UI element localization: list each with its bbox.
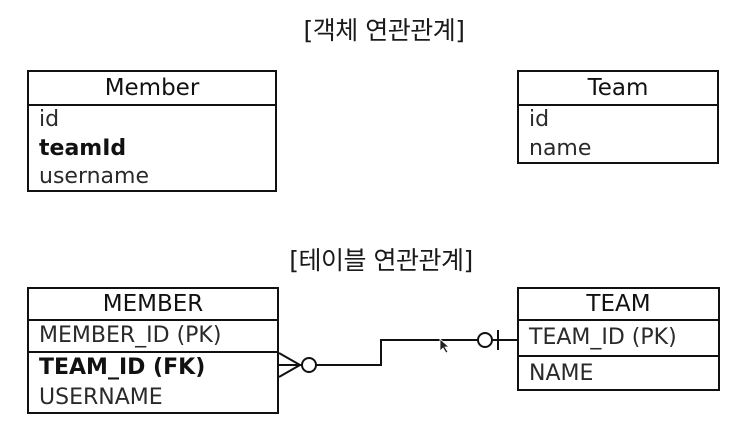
team-table-name: TEAM bbox=[519, 289, 718, 321]
member-entity-fields: id teamId username bbox=[29, 106, 275, 192]
member-field-team-id: teamId bbox=[39, 135, 127, 161]
member-column-fk: TEAM_ID (FK) bbox=[39, 355, 206, 380]
member-field-id: id bbox=[39, 107, 60, 132]
team-field-name: name bbox=[529, 135, 592, 161]
member-table-columns: MEMBER_ID (PK) TEAM_ID (FK) USERNAME bbox=[29, 321, 277, 413]
member-table-name: MEMBER bbox=[29, 289, 277, 321]
team-column-name: NAME bbox=[529, 361, 594, 386]
team-key-divider bbox=[519, 355, 718, 357]
table-relation-title: [테이블 연관관계] bbox=[289, 246, 473, 275]
team-entity-fields: id name bbox=[519, 106, 717, 163]
mouse-cursor-icon bbox=[439, 338, 451, 354]
member-column-pk: MEMBER_ID (PK) bbox=[39, 323, 222, 348]
member-entity-box: Member id teamId username bbox=[27, 70, 277, 192]
team-entity-name: Team bbox=[519, 72, 717, 106]
team-table-columns: TEAM_ID (PK) NAME bbox=[519, 321, 718, 391]
team-field-id: id bbox=[529, 107, 550, 132]
zero-circle-member-side bbox=[301, 357, 317, 373]
team-entity-box: Team id name bbox=[517, 70, 719, 164]
object-relation-title: [객체 연관관계] bbox=[303, 16, 465, 45]
member-key-divider bbox=[29, 351, 277, 353]
team-table-box: TEAM TEAM_ID (PK) NAME bbox=[517, 287, 720, 391]
member-entity-name: Member bbox=[29, 72, 275, 106]
team-column-pk: TEAM_ID (PK) bbox=[529, 325, 677, 350]
relationship-line bbox=[279, 339, 517, 366]
member-column-username: USERNAME bbox=[39, 385, 163, 410]
member-field-username: username bbox=[39, 164, 149, 189]
crows-foot-many-symbol bbox=[278, 352, 301, 378]
zero-circle-team-side bbox=[477, 332, 493, 348]
member-table-box: MEMBER MEMBER_ID (PK) TEAM_ID (FK) USERN… bbox=[27, 287, 279, 414]
